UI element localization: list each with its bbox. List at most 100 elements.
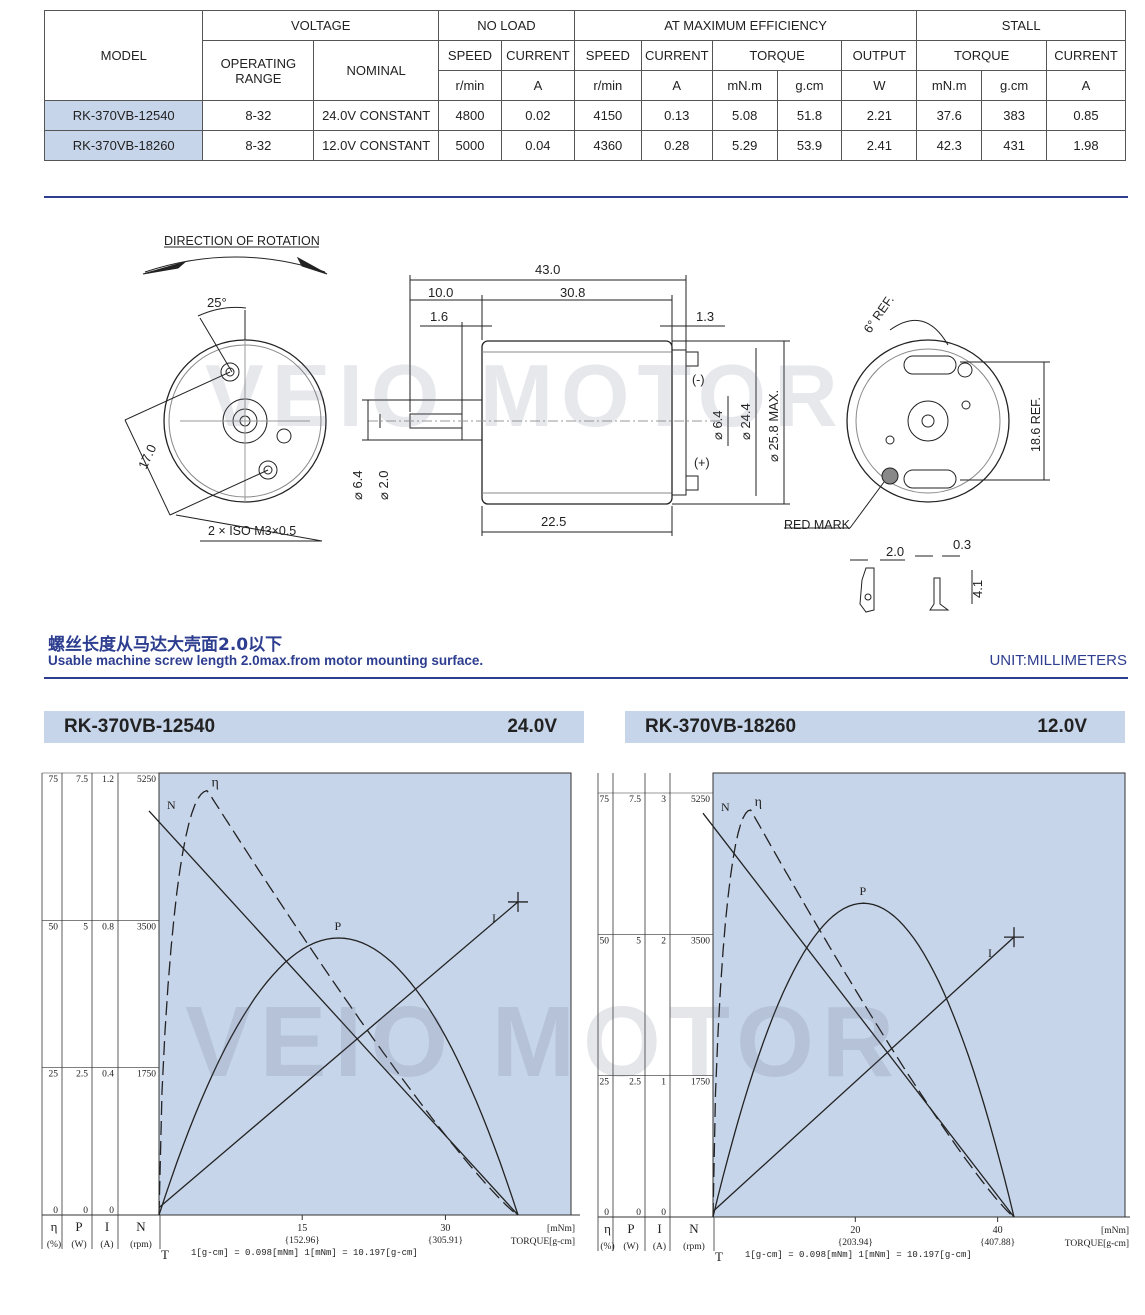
- x-tick-gcm-label: {152.96}: [285, 1236, 320, 1246]
- dim-17-ext-2: [169, 469, 269, 516]
- minus-label: (-): [692, 373, 705, 387]
- dim-1-6-label: 1.6: [430, 309, 448, 324]
- y-tick-label-i: 0.4: [102, 1070, 114, 1080]
- x-tick-label: 30: [440, 1223, 450, 1234]
- performance-chart-1: 0255075η(%)02.557.5P(W)00.40.81.2I(A)175…: [41, 772, 580, 1262]
- direction-label: DIRECTION OF ROTATION: [164, 234, 320, 248]
- y-tick-label-eta: 25: [600, 1078, 610, 1088]
- term-0-3-label: 0.3: [953, 537, 971, 552]
- y-tick-label-i: 0: [109, 1206, 114, 1216]
- unit-cell: A: [640, 70, 713, 101]
- red-mark-leader: [849, 481, 885, 529]
- table-cell: 431: [981, 130, 1047, 161]
- mount-hole-bottom: [258, 460, 278, 480]
- curve-label-eta: η: [212, 776, 219, 791]
- dia-2-0-label: ⌀ 2.0: [376, 470, 391, 500]
- curve-current-i: [158, 901, 519, 1209]
- divider-bottom: [44, 677, 1128, 679]
- conversion-note: 1[g-cm] = 0.098[mNm] 1[mNm] = 10.197[g-c…: [191, 1248, 418, 1258]
- unit-cell: r/min: [438, 70, 502, 101]
- term-2-0-label: 2.0: [886, 544, 904, 559]
- rotation-arrow-head-right: [296, 256, 328, 275]
- table-cell: 4360: [573, 130, 642, 161]
- y-tick-label-p: 0: [636, 1208, 641, 1218]
- y-tick-label-i: 0: [661, 1208, 666, 1218]
- vent-hole: [276, 428, 292, 444]
- dim-22-5-label: 22.5: [541, 514, 566, 529]
- y-tick-label-p: 7.5: [629, 795, 641, 805]
- term-4-1-label: 4.1: [970, 580, 985, 598]
- mount-hole-top: [220, 362, 240, 382]
- table-cell: 12.0V CONSTANT: [313, 130, 440, 161]
- chart-title-bar-2: RK-370VB-18260 12.0V: [625, 711, 1125, 743]
- y-tick-label-p: 5: [83, 922, 88, 932]
- unit-cell: g.cm: [776, 70, 843, 101]
- y-tick-label-i: 1.2: [102, 775, 114, 785]
- unit-cell: r/min: [573, 70, 642, 101]
- torque-unit-label: TORQUE[g-cm]: [511, 1237, 575, 1247]
- mount-hole-bottom-inner: [263, 465, 273, 475]
- dim-1-3-label: 1.3: [696, 309, 714, 324]
- table-cell: 42.3: [916, 130, 983, 161]
- curve-efficiency-eta: [158, 789, 519, 1216]
- y-tick-label-p: 2.5: [76, 1070, 88, 1080]
- axis-symbol-p: P: [75, 1219, 82, 1234]
- table-cell: 53.9: [776, 130, 843, 161]
- y-tick-label-n: 1750: [691, 1078, 710, 1088]
- y-tick-label-eta: 75: [49, 775, 59, 785]
- watermark-charts: VEIO MOTOR: [185, 986, 903, 1098]
- th-torque-me: TORQUE: [711, 40, 843, 71]
- table-cell: 4150: [573, 100, 642, 131]
- y-tick-label-i: 0.8: [102, 922, 114, 932]
- side-view-endcap: [671, 349, 687, 496]
- ref-6-arc: [889, 320, 949, 346]
- th-torque-stall: TORQUE: [916, 40, 1047, 71]
- table-cell: 8-32: [202, 130, 315, 161]
- plus-label: (+): [694, 456, 710, 470]
- terminal-detail-1: [859, 567, 875, 613]
- th-max-eff: AT MAXIMUM EFFICIENCY: [573, 10, 918, 41]
- y-tick-label-eta: 75: [600, 795, 610, 805]
- dia-6-4-label: ⌀ 6.4: [710, 410, 725, 440]
- axis-symbol-n: N: [689, 1221, 699, 1236]
- table-cell: 24.0V CONSTANT: [313, 100, 440, 131]
- curve-label-i: I: [492, 911, 496, 925]
- dim-17-line: [124, 419, 171, 516]
- axis-unit-n: (rpm): [130, 1239, 152, 1250]
- y-tick-label-p: 0: [83, 1206, 88, 1216]
- table-cell: 51.8: [776, 100, 843, 131]
- table-cell: 0.28: [640, 130, 713, 161]
- dim-10-label: 10.0: [428, 285, 453, 300]
- x-tick-label: 20: [850, 1225, 860, 1236]
- th-current-stall: CURRENT: [1046, 40, 1126, 71]
- th-operating-range: OPERATING RANGE: [202, 40, 315, 101]
- note-en: Usable machine screw length 2.0max.from …: [48, 653, 484, 668]
- curve-label-n: N: [721, 800, 730, 814]
- y-tick-label-i: 1: [661, 1078, 666, 1088]
- axis-unit-p: (W): [623, 1241, 638, 1252]
- watermark-drawing: VEIO MOTOR: [205, 346, 846, 445]
- table-cell: 5.29: [711, 130, 778, 161]
- curve-label-p: P: [860, 884, 867, 898]
- rear-terminal-top: [903, 355, 957, 375]
- spec-table: MODEL VOLTAGE NO LOAD AT MAXIMUM EFFICIE…: [43, 10, 1126, 161]
- dim-43-label: 43.0: [535, 262, 560, 277]
- th-model: MODEL: [43, 10, 204, 101]
- curve-label-i: I: [988, 946, 992, 960]
- y-tick-label-eta: 0: [53, 1206, 58, 1216]
- dia-25-8-label: ⌀ 25.8 MAX.: [766, 390, 781, 462]
- th-current-me: CURRENT: [640, 40, 713, 71]
- axis-symbol-eta: η: [51, 1219, 58, 1234]
- table-cell: 5000: [438, 130, 502, 161]
- rear-view-boss: [907, 400, 949, 442]
- rear-view-inner: [855, 348, 1001, 494]
- table-cell: 383: [981, 100, 1047, 131]
- unit-cell: A: [1046, 70, 1126, 101]
- torque-symbol: T: [161, 1247, 169, 1262]
- torque-unit-label: TORQUE[g-cm]: [1065, 1239, 1129, 1249]
- dia-6-4-shaft-label: ⌀ 6.4: [350, 470, 365, 500]
- y-tick-label-eta: 25: [49, 1070, 59, 1080]
- y-tick-label-n: 5250: [691, 795, 710, 805]
- x-tick-label: 40: [993, 1225, 1003, 1236]
- axis-unit-i: (A): [653, 1241, 666, 1252]
